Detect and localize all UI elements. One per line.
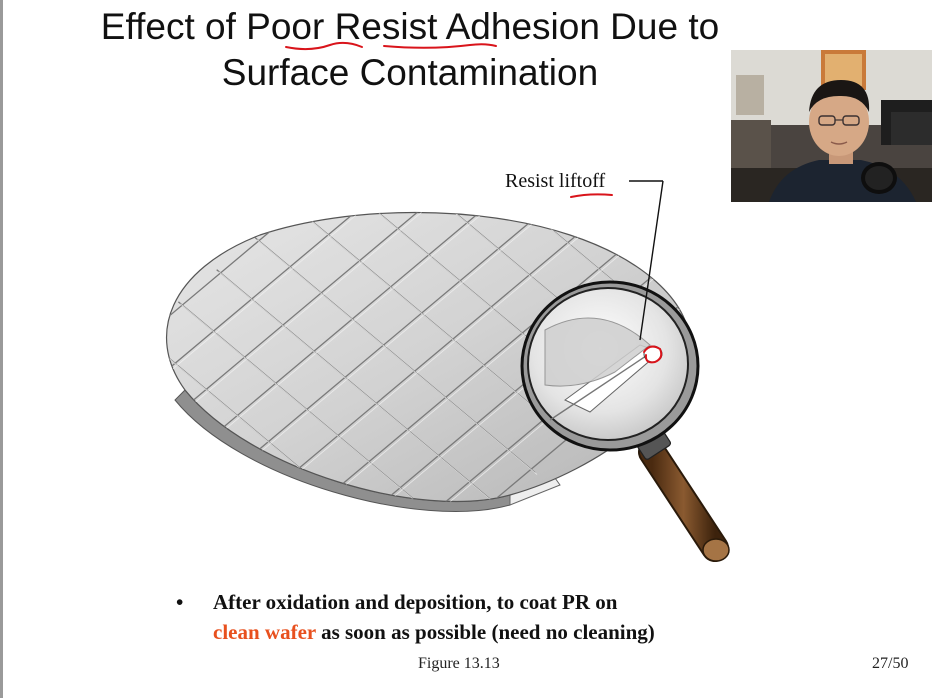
- callout-resist-liftoff: Resist liftoff: [505, 170, 606, 192]
- bullet-highlight-clean-wafer: clean wafer: [213, 620, 316, 644]
- slide-title-line2: Surface Contamination: [221, 52, 599, 93]
- bullet-symbol: •: [176, 590, 184, 614]
- slide-title: Effect of Poor Resist Adhesion Due to Su…: [60, 4, 760, 96]
- figure-caption: Figure 13.13: [418, 655, 500, 672]
- bullet-text-end: as soon as possible (need no cleaning): [315, 620, 655, 644]
- slide-left-border: [0, 0, 3, 698]
- presenter-webcam-image: [731, 50, 932, 202]
- bullet-text: After oxidation and deposition, to coat …: [213, 587, 733, 647]
- magnifier-handle: [634, 426, 730, 562]
- page-number: 27/50: [872, 655, 909, 672]
- bullet-text-start: After oxidation and deposition, to coat …: [213, 590, 618, 614]
- magnifier-lens: [520, 280, 700, 452]
- callout-leader: [629, 180, 664, 341]
- ink-annotations: [285, 41, 663, 364]
- slide-title-line1: Effect of Poor Resist Adhesion Due to: [100, 6, 720, 47]
- presenter-webcam-feed: [731, 50, 932, 202]
